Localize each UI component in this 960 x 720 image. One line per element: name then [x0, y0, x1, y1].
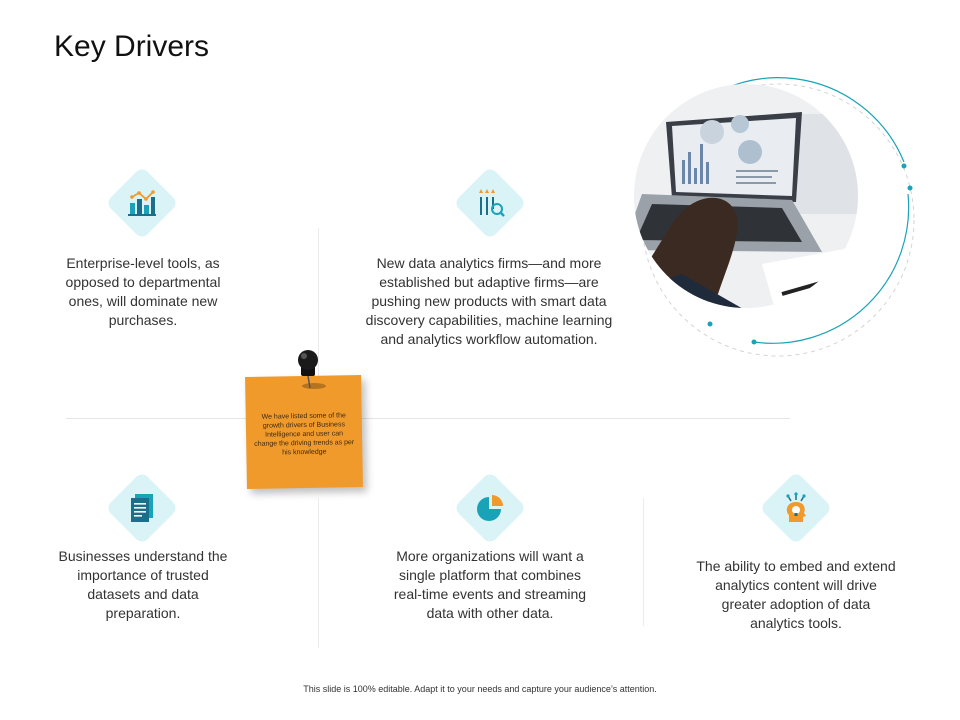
footer-note: This slide is 100% editable. Adapt it to…	[303, 684, 657, 694]
driver-text: Enterprise-level tools, as opposed to de…	[65, 255, 221, 328]
push-pin-icon	[290, 348, 330, 395]
page-title: Key Drivers	[54, 30, 210, 63]
vertical-divider	[318, 228, 319, 388]
sticky-note-text: We have listed some of the growth driver…	[254, 412, 355, 457]
laptop-photo	[632, 74, 924, 366]
horizontal-divider	[66, 418, 790, 419]
driver-text: New data analytics firms—and more establ…	[365, 255, 613, 347]
bar-chart-icon	[122, 183, 162, 223]
document-icon	[122, 488, 162, 528]
vertical-divider	[318, 498, 319, 648]
idea-head-icon	[776, 488, 816, 528]
pie-chart-icon	[470, 488, 510, 528]
vertical-divider	[643, 498, 644, 626]
driver-text: The ability to embed and extend analytic…	[696, 558, 896, 631]
driver-text: More organizations will want a single pl…	[393, 548, 587, 621]
driver-text: Businesses understand the importance of …	[58, 548, 228, 621]
data-discovery-icon	[470, 183, 510, 223]
